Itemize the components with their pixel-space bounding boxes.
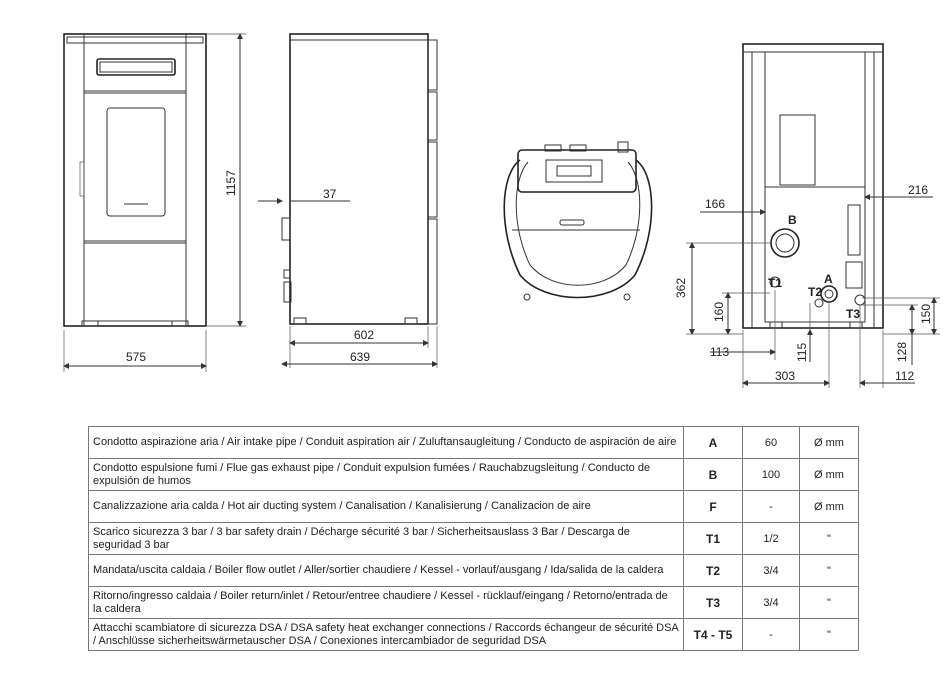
row-unit: " <box>799 586 859 619</box>
label-T1: T1 <box>768 276 782 290</box>
dim-rear-362: 362 <box>674 278 688 298</box>
label-A: A <box>824 272 833 286</box>
row-code: A <box>683 426 743 459</box>
technical-drawing: 575 1157 37 602 639 <box>63 33 940 388</box>
table-row: Condotto aspirazione aria / Air intake p… <box>88 426 859 459</box>
label-B: B <box>788 213 797 227</box>
row-unit: Ø mm <box>799 426 859 459</box>
table-row: Condotto espulsione fumi / Flue gas exha… <box>88 458 859 491</box>
row-unit: " <box>799 618 859 651</box>
row-description: Canalizzazione aria calda / Hot air duct… <box>88 490 684 523</box>
row-value: 3/4 <box>742 554 800 587</box>
dim-rear-112: 112 <box>895 369 914 383</box>
row-description: Scarico sicurezza 3 bar / 3 bar safety d… <box>88 522 684 555</box>
row-code: T1 <box>683 522 743 555</box>
row-description: Ritorno/ingresso caldaia / Boiler return… <box>88 586 684 619</box>
row-value: 3/4 <box>742 586 800 619</box>
row-description: Attacchi scambiatore di sicurezza DSA / … <box>88 618 684 651</box>
dim-rear-216: 216 <box>908 183 928 197</box>
row-value: 100 <box>742 458 800 491</box>
table-row: Canalizzazione aria calda / Hot air duct… <box>88 490 859 523</box>
connections-table: Condotto aspirazione aria / Air intake p… <box>88 426 859 651</box>
row-code: F <box>683 490 743 523</box>
row-description: Mandata/uscita caldaia / Boiler flow out… <box>88 554 684 587</box>
table-row: Mandata/uscita caldaia / Boiler flow out… <box>88 554 859 587</box>
rear-view: B T1 A T2 T3 166 216 362 160 113 115 303 <box>674 43 940 388</box>
row-value: - <box>742 618 800 651</box>
row-code: T2 <box>683 554 743 587</box>
dim-rear-166: 166 <box>705 197 725 211</box>
row-value: 60 <box>742 426 800 459</box>
top-view <box>503 141 653 301</box>
table-row: Scarico sicurezza 3 bar / 3 bar safety d… <box>88 522 859 555</box>
dim-rear-150: 150 <box>919 304 933 324</box>
label-T3: T3 <box>846 307 860 321</box>
row-unit: Ø mm <box>799 458 859 491</box>
row-description: Condotto espulsione fumi / Flue gas exha… <box>88 458 684 491</box>
table-row: Ritorno/ingresso caldaia / Boiler return… <box>88 586 859 619</box>
row-unit: " <box>799 554 859 587</box>
table-row: Attacchi scambiatore di sicurezza DSA / … <box>88 618 859 651</box>
front-view: 575 1157 <box>63 33 246 372</box>
row-code: T4 - T5 <box>683 618 743 651</box>
dim-front-width: 575 <box>126 350 146 364</box>
row-description: Condotto aspirazione aria / Air intake p… <box>88 426 684 459</box>
row-value: 1/2 <box>742 522 800 555</box>
row-unit: Ø mm <box>799 490 859 523</box>
dim-rear-303: 303 <box>775 369 795 383</box>
dim-side-offset: 37 <box>323 187 337 201</box>
side-view: 37 602 639 <box>258 33 438 368</box>
dim-side-depth-inner: 602 <box>354 328 374 342</box>
row-code: B <box>683 458 743 491</box>
row-unit: " <box>799 522 859 555</box>
dim-rear-113: 113 <box>710 345 729 359</box>
dim-rear-115: 115 <box>795 343 809 362</box>
dim-height: 1157 <box>224 170 238 196</box>
row-value: - <box>742 490 800 523</box>
dim-rear-128: 128 <box>895 342 909 362</box>
dim-rear-160: 160 <box>712 302 726 322</box>
row-code: T3 <box>683 586 743 619</box>
dim-side-depth: 639 <box>350 350 370 364</box>
label-T2: T2 <box>808 285 822 299</box>
